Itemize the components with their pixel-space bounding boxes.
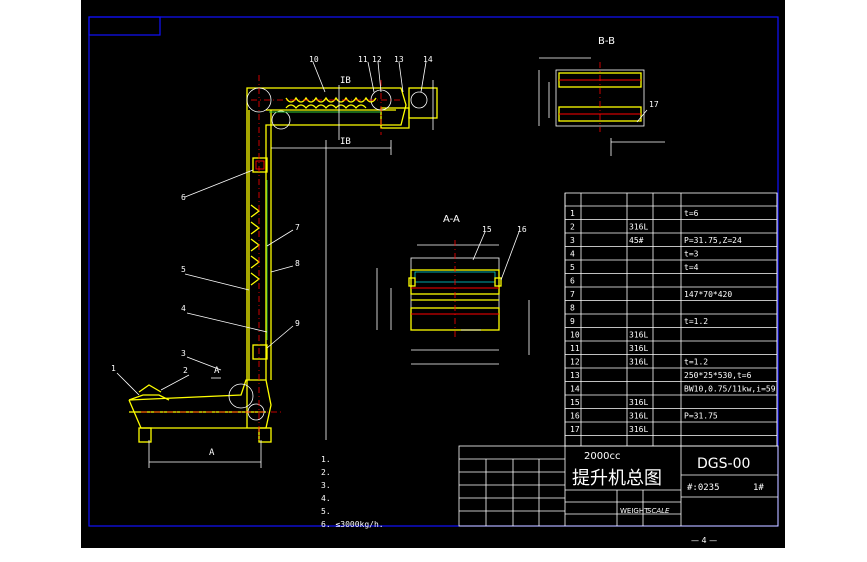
balloon-4: 4: [181, 304, 186, 313]
section-bb-view: B-B: [538, 36, 665, 156]
note-3: 3.: [321, 481, 331, 490]
balloon-10: 10: [309, 55, 319, 64]
section-aa-title: A-A: [443, 214, 460, 225]
parts-cell-note: 147*70*420: [684, 290, 732, 299]
parts-cell-no: 5: [570, 263, 575, 272]
technical-notes: 1. 2. 3. 4. 5. 6. ≤3000kg/h.: [321, 455, 384, 529]
parts-cell-no: 11: [570, 344, 580, 353]
corner-tag-box: [88, 16, 161, 36]
balloon-17: 17: [649, 100, 659, 109]
cut-label-b-top: IB: [340, 76, 351, 86]
drawing-title: 提升机总图: [572, 468, 662, 489]
parts-cell-material: 316L: [629, 425, 648, 434]
parts-cell-no: 3: [570, 236, 575, 245]
parts-cell-no: 9: [570, 317, 575, 326]
parts-cell-no: 4: [570, 250, 575, 259]
balloon-2: 2: [183, 366, 188, 375]
parts-cell-material: 316L: [629, 223, 648, 232]
parts-cell-no: 6: [570, 277, 575, 286]
balloon-5: 5: [181, 265, 186, 274]
parts-cell-no: 2: [570, 223, 575, 232]
section-aa-view: A-A: [376, 214, 530, 365]
balloon-9: 9: [295, 319, 300, 328]
drawing-code: #:0235: [687, 483, 720, 493]
parts-cell-material: 316L: [629, 358, 648, 367]
parts-cell-material: 316L: [629, 331, 648, 340]
parts-cell-material: 45#: [629, 236, 644, 245]
capacity-label: 2000cc: [584, 451, 620, 462]
parts-cell-note: 250*25*530,t=6: [684, 371, 752, 380]
title-block: 2000cc 提升机总图 DGS-00 #:0235 1# WEIGHT SCA…: [458, 445, 779, 527]
balloon-13: 13: [394, 55, 404, 64]
parts-cell-note: t=3: [684, 250, 699, 259]
parts-cell-note: t=6: [684, 209, 699, 218]
balloon-3: 3: [181, 349, 186, 358]
balloon-15: 15: [482, 225, 492, 234]
drawing-qty: 1#: [753, 483, 764, 493]
parts-cell-material: 316L: [629, 344, 648, 353]
weight-label: WEIGHT: [620, 507, 649, 515]
note-4: 4.: [321, 494, 331, 503]
elevator-main-view: [128, 75, 438, 468]
drawing-canvas: IB IB A A 1 2 3 4 5 6 7 8 9 10 11 12 13 …: [88, 16, 779, 545]
note-5: 5.: [321, 507, 331, 516]
drawing-number: DGS-00: [697, 456, 750, 472]
note-1: 1.: [321, 455, 331, 464]
parts-cell-no: 16: [570, 412, 580, 421]
parts-cell-no: 10: [570, 331, 580, 340]
parts-table: 1 t=6 2 316L 3 45# P=31.75,Z=24 4 t=3 5 t=4 6 7 147*7…: [564, 192, 778, 447]
parts-cell-no: 1: [570, 209, 575, 218]
parts-cell-no: 15: [570, 398, 580, 407]
cut-label-a-bottom: A: [209, 448, 215, 458]
border-frame: [88, 16, 779, 527]
balloon-1: 1: [111, 364, 116, 373]
balloon-8: 8: [295, 259, 300, 268]
parts-cell-no: 8: [570, 304, 575, 313]
parts-cell-material: 316L: [629, 398, 648, 407]
page-number: — 4 —: [691, 536, 717, 545]
balloon-7: 7: [295, 223, 300, 232]
cut-label-b-bottom: IB: [340, 137, 351, 147]
parts-cell-note: t=1.2: [684, 358, 708, 367]
parts-cell-no: 13: [570, 371, 580, 380]
parts-cell-note: P=31.75,Z=24: [684, 236, 742, 245]
note-6: 6. ≤3000kg/h.: [321, 520, 384, 529]
parts-cell-no: 7: [570, 290, 575, 299]
parts-cell-no: 17: [570, 425, 580, 434]
balloon-16: 16: [517, 225, 527, 234]
parts-cell-note: P=31.75: [684, 412, 718, 421]
balloon-6: 6: [181, 193, 186, 202]
parts-cell-material: 316L: [629, 412, 648, 421]
balloon-11: 11: [358, 55, 368, 64]
balloon-14: 14: [423, 55, 433, 64]
parts-cell-no: 14: [570, 385, 580, 394]
section-bb-title: B-B: [598, 36, 615, 47]
parts-cell-note: t=1.2: [684, 317, 708, 326]
drawing-sheet: IB IB A A 1 2 3 4 5 6 7 8 9 10 11 12 13 …: [81, 0, 785, 548]
parts-cell-no: 12: [570, 358, 580, 367]
cut-label-a-left: A: [214, 366, 220, 376]
scale-label: SCALE: [647, 507, 670, 515]
parts-cell-note: BW10,0.75/11kw,i=59: [684, 385, 776, 394]
parts-cell-note: t=4: [684, 263, 699, 272]
balloon-12: 12: [372, 55, 382, 64]
note-2: 2.: [321, 468, 331, 477]
